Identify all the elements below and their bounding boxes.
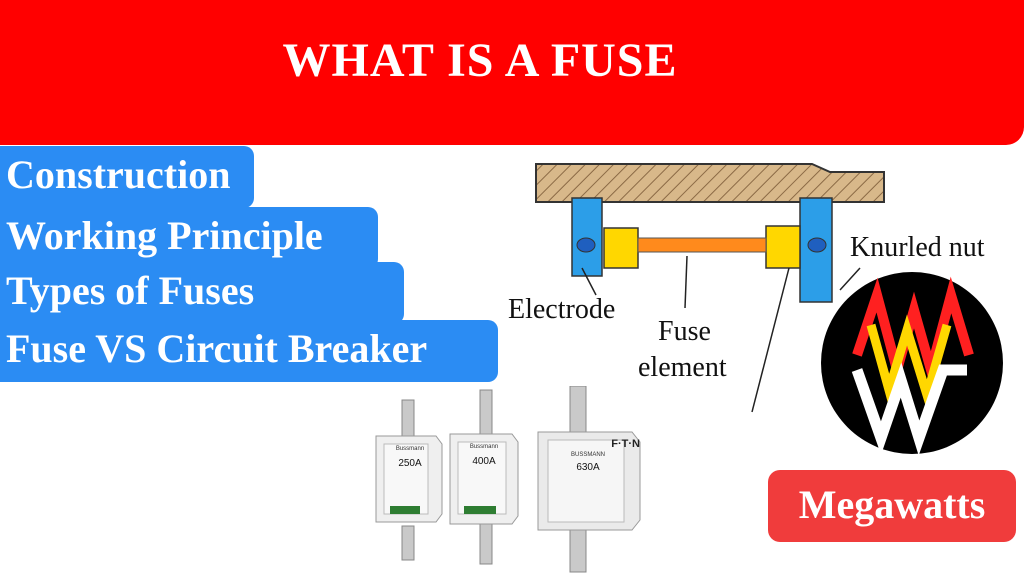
left-electrode bbox=[571, 197, 603, 277]
fuse-3-rating: 630A bbox=[576, 462, 600, 473]
page-title: WHAT IS A FUSE bbox=[282, 34, 678, 87]
topic-types-of-fuses: Types of Fuses bbox=[0, 262, 404, 324]
fuse-element-wire bbox=[637, 237, 767, 253]
fuse-3-brand: F·T·N bbox=[611, 438, 640, 450]
left-nut bbox=[603, 227, 639, 269]
topic-fuse-vs-circuit-breaker: Fuse VS Circuit Breaker bbox=[0, 320, 498, 382]
right-nut bbox=[765, 225, 801, 269]
fuse-2-brand: Bussmann bbox=[469, 444, 499, 450]
fuse-products-image: Bussmann 250A Bussmann 400A F·T·N BUSSMA… bbox=[370, 385, 670, 576]
nut-pointer bbox=[751, 267, 790, 413]
megawatts-logo-icon bbox=[819, 270, 1005, 456]
megawatts-brand-badge: Megawatts bbox=[768, 470, 1016, 542]
title-banner: WHAT IS A FUSE bbox=[0, 0, 1024, 145]
topic-construction: Construction bbox=[0, 146, 254, 208]
fuse-diagram-drawing bbox=[535, 163, 885, 413]
label-element: element bbox=[638, 352, 727, 383]
fuse-element-pointer bbox=[684, 255, 688, 309]
fuse-1-rating: 250A bbox=[398, 458, 422, 469]
fuse-1-brand: Bussmann bbox=[395, 446, 425, 452]
base-board bbox=[535, 163, 885, 203]
fuse-400a bbox=[449, 389, 519, 565]
label-electrode: Electrode bbox=[508, 294, 616, 325]
fuse-2-rating: 400A bbox=[472, 456, 496, 467]
topic-working-principle: Working Principle bbox=[0, 207, 378, 269]
fuse-630a bbox=[537, 385, 641, 573]
fuse-250a bbox=[375, 399, 443, 561]
electrode-pointer bbox=[581, 267, 597, 296]
fuse-construction-diagram: Knurled nut Electrode Fuse element bbox=[500, 150, 1024, 420]
knurled-nut-pointer bbox=[839, 267, 861, 291]
fuse-3-sub: BUSSMANN bbox=[570, 452, 605, 458]
label-fuse: Fuse bbox=[658, 316, 711, 347]
label-knurled-nut: Knurled nut bbox=[850, 232, 985, 263]
